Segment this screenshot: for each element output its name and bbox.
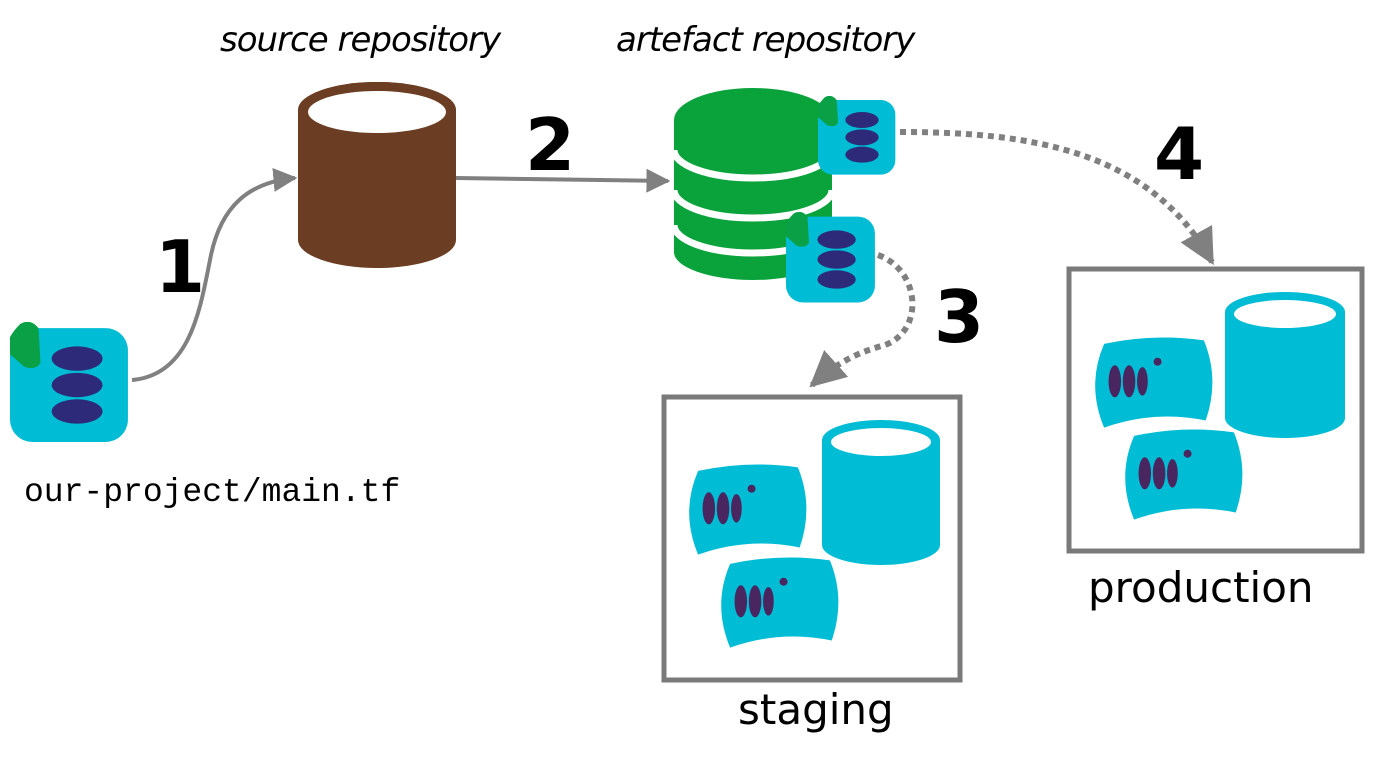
staging-environment-box	[661, 394, 963, 683]
source-repository-label: source repository	[220, 20, 501, 60]
step-number-4: 4	[1154, 112, 1205, 196]
published-module-icon-staging	[786, 212, 875, 303]
source-repository-icon	[298, 82, 456, 268]
production-pod-icon	[1125, 429, 1243, 520]
staging-pod-icon	[721, 557, 839, 648]
staging-label: staging	[738, 685, 894, 734]
artefact-repository-icon	[670, 88, 836, 280]
staging-database-icon	[822, 420, 940, 565]
production-database-icon	[1225, 292, 1345, 438]
step-number-3: 3	[934, 275, 985, 359]
staging-pod-icon	[689, 464, 807, 555]
terraform-module-icon	[10, 322, 128, 442]
production-environment-box	[1066, 266, 1365, 554]
production-label: production	[1088, 563, 1314, 612]
arrow-step-1	[131, 167, 298, 382]
artefact-repository-label: artefact repository	[616, 20, 915, 60]
arrow-step-3	[809, 252, 916, 388]
step-number-1: 1	[155, 225, 206, 309]
file-path-label: our-project/main.tf	[24, 474, 401, 511]
published-module-icon-production	[818, 96, 896, 175]
arrow-step-2	[455, 168, 671, 193]
step-number-2: 2	[525, 103, 576, 187]
production-pod-icon	[1095, 337, 1213, 428]
